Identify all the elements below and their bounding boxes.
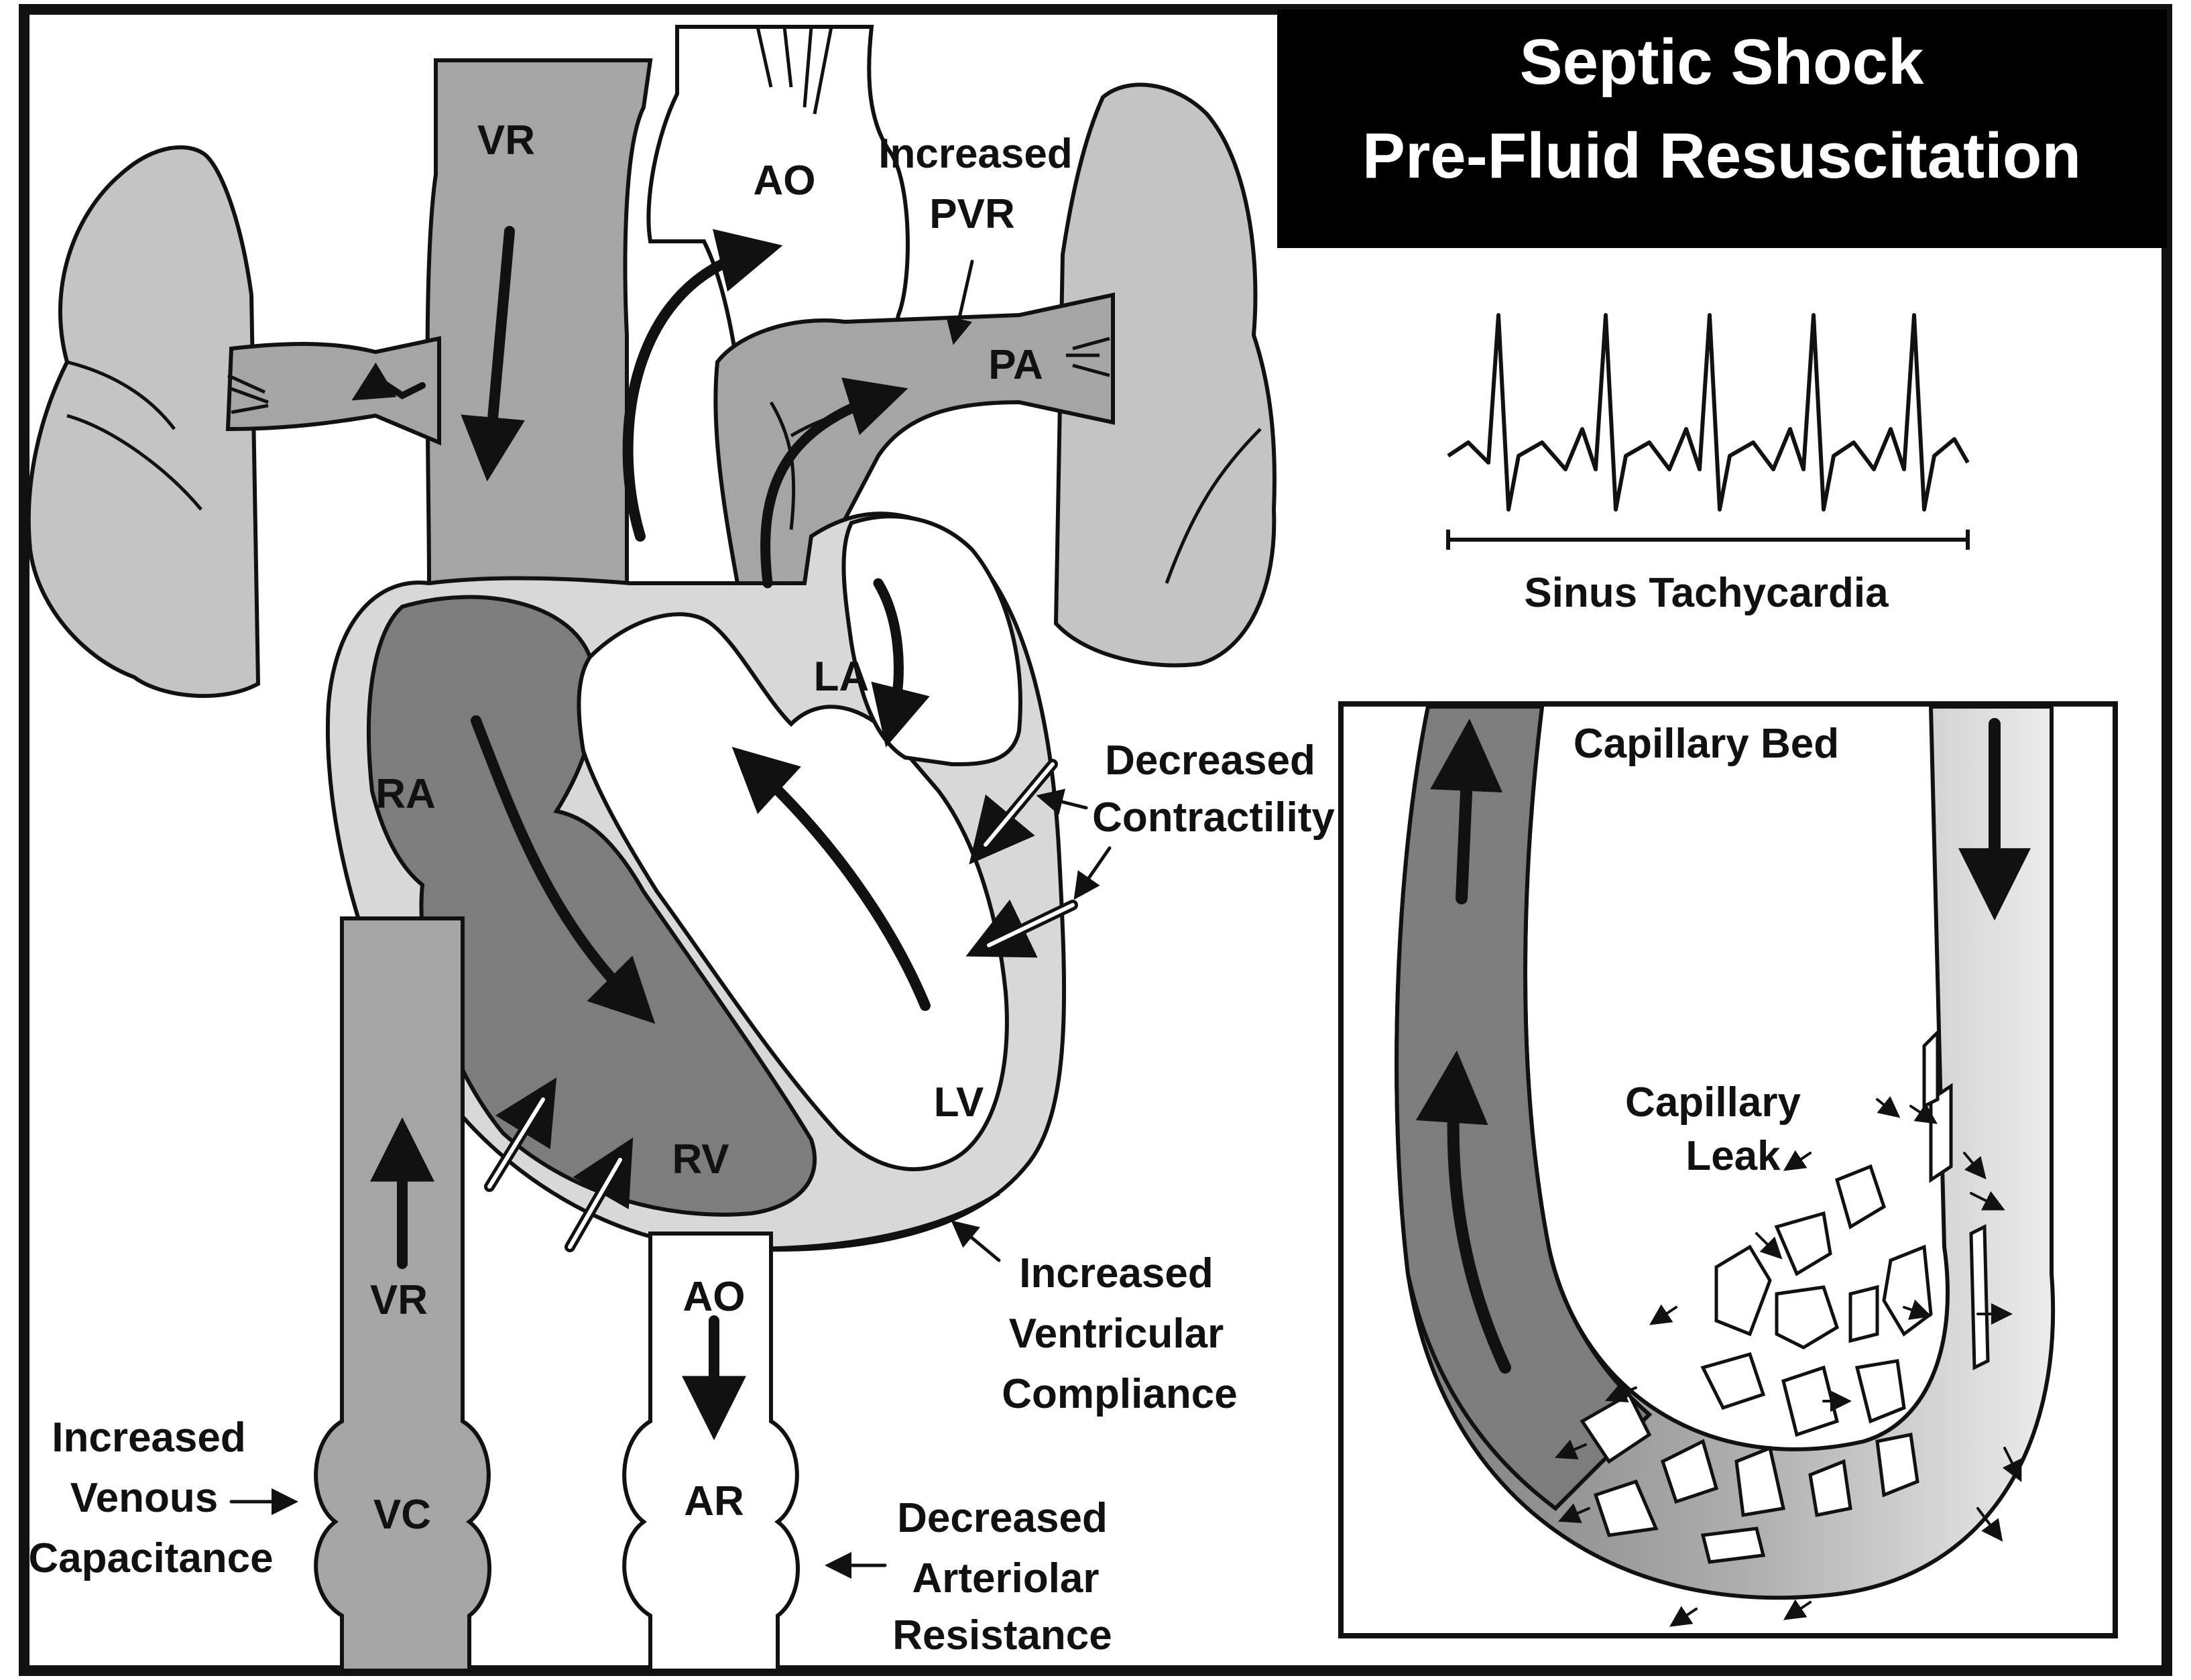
label-vc: VC xyxy=(373,1492,431,1538)
label-la: LA xyxy=(814,654,870,700)
label-decreased-contractility-1: Decreased xyxy=(1105,737,1315,784)
label-increased-pvr-2: PVR xyxy=(929,191,1014,237)
label-increased-venous-capacitance-1: Increased xyxy=(52,1415,246,1461)
capillary-leak-label-line-1: Capillary xyxy=(1625,1079,1801,1126)
label-increased-venous-capacitance-2: Venous xyxy=(70,1475,219,1521)
left-lung xyxy=(29,147,258,696)
label-rv: RV xyxy=(672,1136,729,1183)
label-increased-venous-capacitance-3: Capacitance xyxy=(28,1535,273,1581)
label-ao-top: AO xyxy=(754,158,816,204)
superior-vena-cava xyxy=(428,60,651,583)
label-lv: LV xyxy=(934,1079,984,1126)
capillary-leak-label-line-2: Leak xyxy=(1685,1133,1781,1179)
label-ar: AR xyxy=(684,1478,744,1524)
capillary-bed-title: Capillary Bed xyxy=(1574,721,1839,767)
label-ao-bottom: AO xyxy=(683,1274,746,1320)
ecg-trace xyxy=(1448,315,1968,509)
label-increased-pvr-1: Increased xyxy=(878,131,1073,177)
label-decreased-contractility-2: Contractility xyxy=(1092,794,1335,841)
ecg-scale-bar xyxy=(1448,530,1968,550)
label-increased-ventricular-compliance-1: Increased xyxy=(1019,1250,1213,1297)
label-decreased-arteriolar-resistance-3: Resistance xyxy=(892,1612,1112,1659)
label-decreased-arteriolar-resistance-1: Decreased xyxy=(897,1495,1108,1541)
label-pa: PA xyxy=(988,342,1043,388)
pointer-contractility-2 xyxy=(1079,848,1110,892)
label-increased-ventricular-compliance-3: Compliance xyxy=(1002,1371,1237,1417)
ecg-label: Sinus Tachycardia xyxy=(1524,570,1889,616)
title-line-2: Pre-Fluid Resuscitation xyxy=(1362,120,2081,192)
label-vr-top: VR xyxy=(477,117,535,164)
label-increased-ventricular-compliance-2: Ventricular xyxy=(1009,1311,1224,1357)
label-vr-bottom: VR xyxy=(370,1277,428,1323)
title-line-1: Septic Shock xyxy=(1520,26,1924,98)
label-decreased-arteriolar-resistance-2: Arteriolar xyxy=(912,1555,1099,1602)
pointer-compliance xyxy=(959,1227,999,1260)
label-ra: RA xyxy=(375,771,436,817)
capillary-arrow-up-upper xyxy=(1462,747,1468,898)
